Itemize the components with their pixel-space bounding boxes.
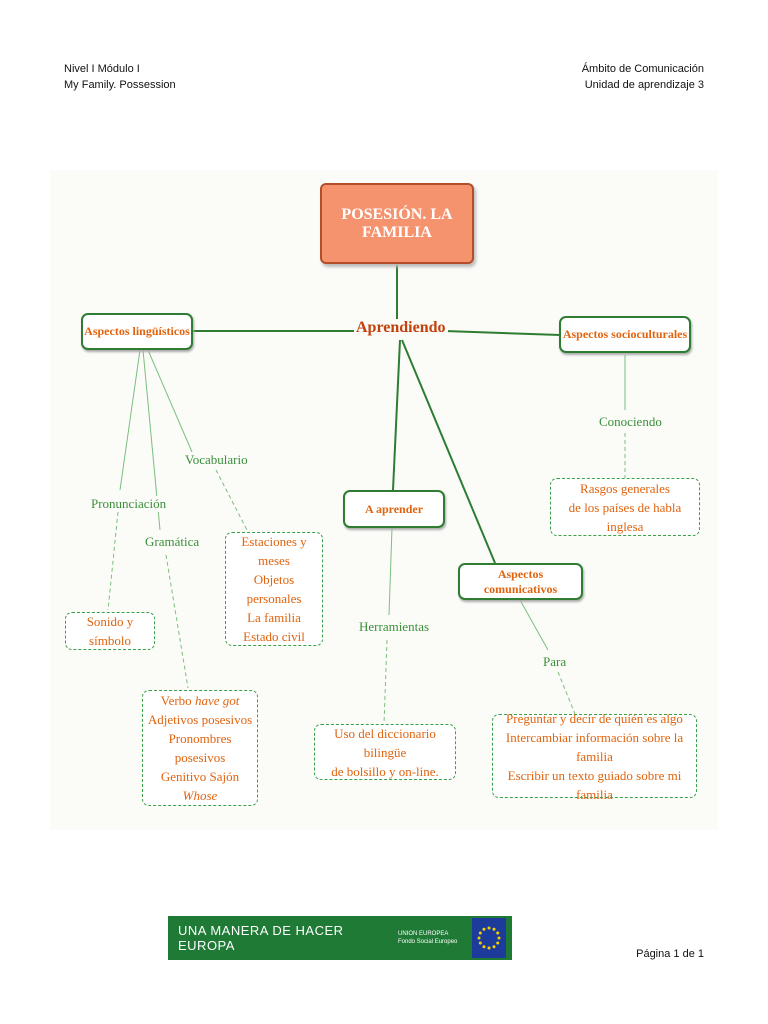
node-a-aprender: A aprender [343,490,445,528]
subject-area: Ámbito de Comunicación [581,63,704,75]
leaf-pronunciacion: Sonido y símbolo [65,612,155,650]
banner-slogan: UNA MANERA DE HACER EUROPA [178,923,344,953]
node-aspectos-linguisticos: Aspectos lingüísticos [81,313,193,350]
leaf-comunicativos: Preguntar y decir de quién es algo Inter… [492,711,697,802]
vocab-item: Estado civil [243,629,305,644]
center-to-socioculturales-line [444,330,561,336]
tools-line: Uso del diccionario bilingüe [334,725,436,760]
leaf-herramientas: Uso del diccionario bilingüe de bolsillo… [314,724,456,780]
comm-line: Preguntar y decir de quién es algo [506,710,683,726]
node-aspectos-comunicativos: Aspectos comunicativos [458,563,583,600]
link-herramientas: Herramientas [357,619,432,635]
socio-line: de los países de habla inglesa [568,499,682,534]
vocab-item: Estaciones y meses [241,534,307,568]
header-right: Ámbito de Comunicación Unidad de aprendi… [582,61,704,93]
center-to-a-aprender-line [392,339,401,491]
grammar-item: Genitivo Sajón [160,769,240,784]
link-gramatica: Gramática [143,534,202,550]
unit-topic: My Family. Possession [64,79,176,91]
eu-banner: UNA MANERA DE HACER EUROPA UNION EUROPEA… [168,916,512,960]
grammar-item: Whose [182,788,218,803]
eu-label-line2: Fondo Social Europeo [398,939,458,945]
socio-line: Rasgos generales [580,480,670,496]
comm-line: Intercambiar información sobre la famili… [505,729,684,764]
grammar-item: Adjetivos posesivos [147,712,253,727]
link-para: Para [541,654,569,670]
module-label: Nivel I Módulo I [64,63,140,75]
node-aspectos-socioculturales: Aspectos socioculturales [559,316,691,353]
central-node: Aprendiendo [354,319,448,337]
grammar-item: Pronombres posesivos [168,731,232,765]
eu-label-line1: UNION EUROPEA [398,931,449,937]
unit-number: Unidad de aprendizaje 3 [584,79,704,91]
vocab-item: La familia [247,610,301,625]
tools-line: de bolsillo y on-line. [331,763,439,779]
eu-flag-icon [472,918,506,958]
link-vocabulario: Vocabulario [183,452,250,468]
link-pronunciacion: Pronunciación [89,496,169,512]
grammar-item: Verbo have got [160,693,240,708]
leaf-gramatica: Verbo have got Adjetivos posesivos Prono… [142,690,258,806]
link-conociendo: Conociendo [597,414,664,430]
leaf-vocabulario: Estaciones y meses Objetos personales La… [225,532,323,646]
vocab-item: Objetos personales [246,572,302,606]
comm-line: Escribir un texto guiado sobre mi famili… [507,767,682,802]
eu-label: UNION EUROPEA Fondo Social Europeo [398,930,468,946]
center-to-comunicativos-line [401,339,496,564]
header-left: Nivel I Módulo I My Family. Possession [64,61,176,93]
map-title: POSESIÓN. LA FAMILIA [320,183,474,264]
leaf-socioculturales: Rasgos generales de los países de habla … [550,478,700,536]
page-number: Página 1 de 1 [636,948,704,960]
